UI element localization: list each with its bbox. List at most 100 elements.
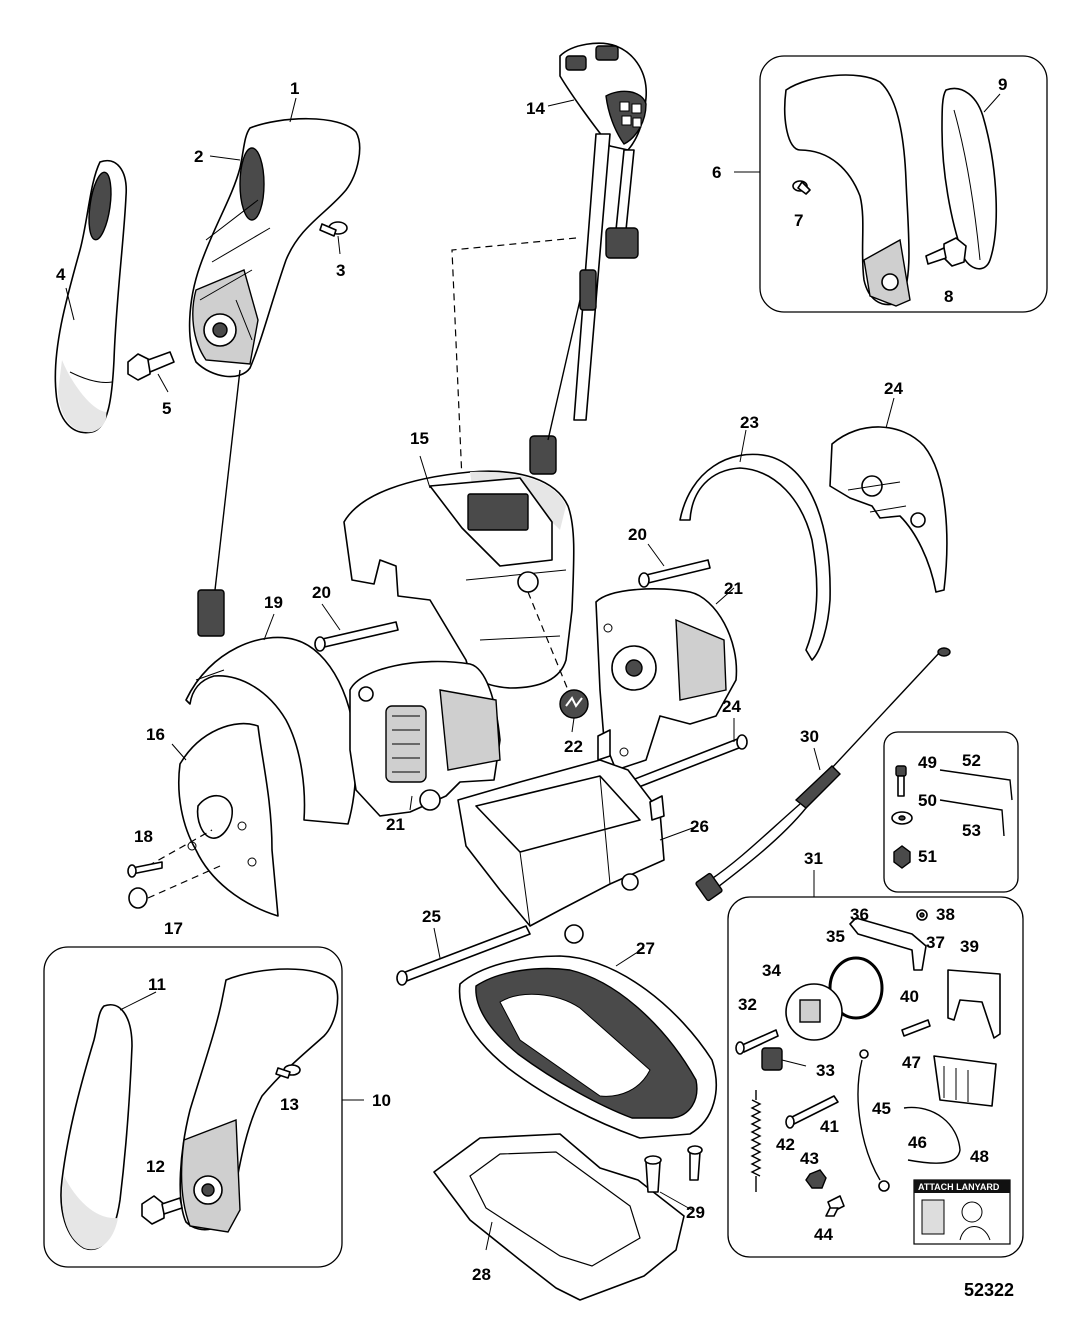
callout-46: 46 [908,1133,927,1152]
callout-19: 19 [264,593,283,612]
pin-part-20-left [314,621,399,652]
kit-6-cover-part-9 [941,87,998,270]
hex-key-part-52 [939,769,1013,801]
callout-42: 42 [776,1135,795,1154]
screw-part-49 [895,765,907,797]
callout-51: 51 [918,847,937,866]
washer-part-38 [916,909,928,921]
callout-14: 14 [526,99,545,118]
callout-40: 40 [900,987,919,1006]
decal-part-48 [913,1179,1011,1245]
callout-33: 33 [816,1061,835,1080]
nut-part-51 [893,845,911,869]
pin-part-20-right [638,559,711,588]
callout-31: 31 [804,849,823,868]
screw-part-7 [792,180,811,195]
bolt-part-5 [127,351,175,381]
callout-52: 52 [962,751,981,770]
callout-21-right: 21 [724,579,743,598]
nut-part-43 [805,1169,827,1189]
callout-11: 11 [148,975,166,994]
logo-badge-part-22 [559,689,589,719]
leader-dashed-15-22 [527,591,569,691]
leader-lines [65,93,1001,1251]
callout-50: 50 [918,791,937,810]
callout-20-left: 20 [312,583,331,602]
kit-49-53-box [883,731,1019,893]
callout-22: 22 [564,737,583,756]
callout-36: 36 [850,905,869,924]
callout-41: 41 [820,1117,839,1136]
oring-part-35 [828,956,884,1020]
callout-21-left: 21 [386,815,405,834]
handle-assembly-part-1 [188,117,361,378]
base-part-27 [458,955,717,1139]
figure-number: 52322 [964,1280,1014,1300]
harness-connector [197,589,225,637]
callout-10: 10 [372,1091,391,1110]
pin-part-25 [396,925,531,986]
callout-25: 25 [422,907,441,926]
callout-38: 38 [936,905,955,924]
callout-17: 17 [164,919,183,938]
spring-plate-part-47 [933,1055,997,1107]
clip-part-46 [903,1106,961,1164]
screw-part-29 [644,1145,703,1193]
shroud-strip-part-23 [679,453,831,661]
kit-31-box [727,896,1024,1258]
lanyard-part-45 [857,1049,890,1192]
callout-45: 45 [872,1099,891,1118]
callout-30: 30 [800,727,819,746]
callout-18: 18 [134,827,153,846]
pin-part-40 [901,1019,931,1037]
callout-39: 39 [960,937,979,956]
callout-37: 37 [926,933,945,952]
callout-34: 34 [762,961,781,980]
callout-15: 15 [410,429,429,448]
rear-plate-part-16 [177,722,279,917]
housing-part-15 [343,470,575,689]
leader-dashed-14-15 [451,237,577,481]
kit-10-box [43,946,343,1268]
cap-part-17 [128,887,148,909]
clip-part-39 [947,969,1001,1039]
kit-10-handle [179,968,339,1233]
callout-47: 47 [902,1053,921,1072]
callout-29: 29 [686,1203,705,1222]
callout-43: 43 [800,1149,819,1168]
callout-20-right: 20 [628,525,647,544]
trim-control-part-14 [529,42,647,475]
callout-27: 27 [636,939,655,958]
bolt-part-12 [141,1195,183,1225]
callout-23: 23 [740,413,759,432]
plate-part-34 [785,983,843,1041]
leader-dashed-18 [147,829,213,867]
kit-6-box [759,55,1048,313]
kit-6-handle [783,74,911,307]
switch-part-33 [761,1047,807,1071]
screw-part-44 [825,1195,845,1217]
callout-1: 1 [290,79,299,98]
callout-44: 44 [814,1225,833,1244]
callout-13: 13 [280,1095,299,1114]
handle-harness-wire [214,369,241,591]
callout-8: 8 [944,287,953,306]
callout-2: 2 [194,147,203,166]
frame-part-26 [457,729,665,944]
callout-24-upper: 24 [884,379,903,398]
screw-part-18 [127,861,163,878]
leader-dashed-17 [147,865,221,899]
callout-9: 9 [998,75,1007,94]
callout-24-lower: 24 [722,697,741,716]
callout-49: 49 [918,753,937,772]
callout-28: 28 [472,1265,491,1284]
callout-35: 35 [826,927,845,946]
bolt-part-8 [925,237,967,267]
callout-3: 3 [336,261,345,280]
motor-part-21-left [349,660,501,817]
spring-part-42 [750,1090,762,1192]
callout-6: 6 [712,163,721,182]
callout-5: 5 [162,399,171,418]
